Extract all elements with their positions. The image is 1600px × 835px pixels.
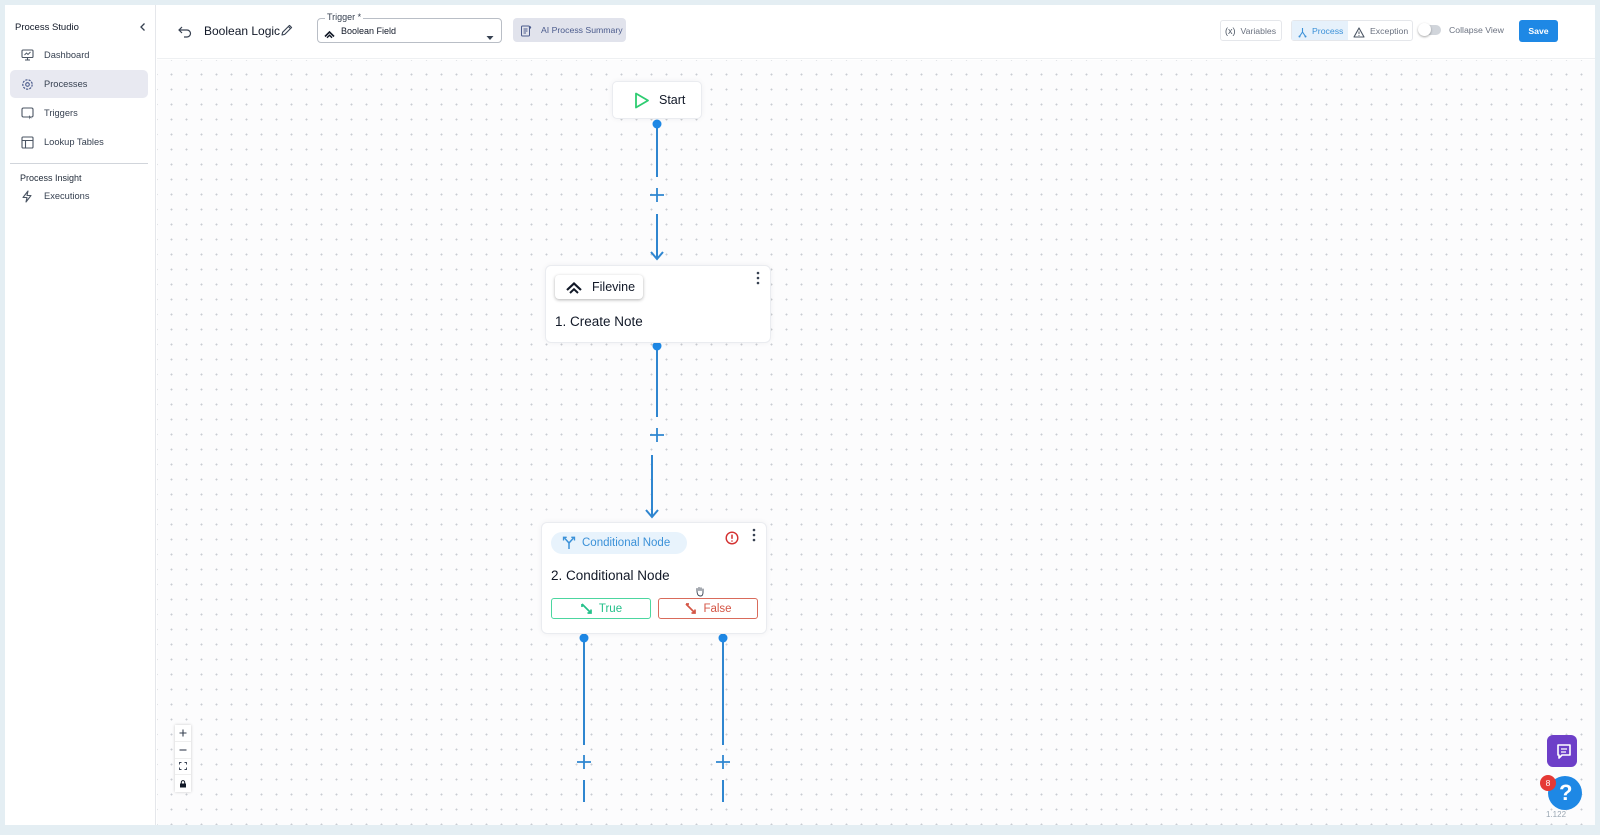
zoom-out-icon[interactable]: [175, 742, 191, 759]
collapse-view-label: Collapse View: [1449, 25, 1504, 35]
document-icon: [520, 24, 532, 37]
app-window: Process Studio Dashboard Processes Trigg…: [5, 5, 1595, 825]
more-options-icon[interactable]: [749, 528, 759, 542]
chevron-left-icon[interactable]: [136, 20, 150, 34]
process-name: Boolean Logic: [204, 24, 281, 38]
view-toggle: Process Exception: [1291, 20, 1413, 41]
sidebar-title: Process Studio: [15, 21, 79, 33]
start-node-label: Start: [659, 93, 686, 107]
edge-create-note-to-conditional: [645, 341, 662, 519]
lightning-icon: [20, 189, 34, 203]
create-note-title: 1. Create Note: [555, 314, 643, 329]
sidebar-item-dashboard[interactable]: Dashboard: [10, 41, 148, 69]
caret-down-icon: [486, 28, 494, 40]
gear-icon: [20, 77, 34, 91]
trigger-select[interactable]: Trigger * Boolean Field: [317, 12, 502, 43]
conditional-node[interactable]: Conditional Node 2. Conditional Node Tru…: [541, 522, 767, 634]
more-options-icon[interactable]: [753, 271, 763, 285]
sidebar-item-processes[interactable]: Processes: [10, 70, 148, 98]
collapse-view-toggle[interactable]: [1418, 23, 1441, 36]
question-mark-icon: ?: [1559, 780, 1573, 805]
variables-icon: (x): [1225, 25, 1236, 36]
undo-icon[interactable]: [177, 23, 193, 39]
table-icon: [20, 135, 34, 149]
zoom-in-icon[interactable]: [175, 725, 191, 742]
fit-view-icon[interactable]: [175, 759, 191, 776]
trigger-icon: [20, 106, 34, 120]
chat-icon: [1557, 744, 1571, 759]
conditional-node-title: 2. Conditional Node: [551, 568, 670, 583]
branch-icon: [562, 536, 576, 550]
filevine-badge: Filevine: [555, 275, 643, 299]
sidebar-item-label: Lookup Tables: [44, 137, 104, 147]
process-label: Process: [1312, 25, 1344, 36]
edge-false-branch: [718, 633, 728, 802]
trigger-value: Boolean Field: [341, 26, 397, 36]
pencil-icon[interactable]: [280, 23, 294, 37]
monitor-icon: [20, 48, 34, 62]
zoom-controls: [175, 725, 191, 792]
exception-label: Exception: [1370, 25, 1409, 36]
version-label: 1.122: [1546, 810, 1567, 819]
true-branch-button[interactable]: True: [551, 598, 651, 619]
notification-badge: 8: [1540, 775, 1556, 791]
save-button[interactable]: Save: [1519, 20, 1558, 42]
true-branch-icon: [580, 602, 593, 615]
lock-icon[interactable]: [175, 775, 191, 792]
conditional-node-badge: Conditional Node: [551, 532, 687, 554]
sidebar-item-label: Dashboard: [44, 50, 90, 60]
flow-canvas[interactable]: Start Filevine 1. Create Note Conditiona…: [157, 60, 1595, 825]
sidebar-item-lookup-tables[interactable]: Lookup Tables: [10, 128, 148, 156]
toolbar: Boolean Logic Trigger * Boolean Field AI…: [157, 5, 1595, 59]
variables-button[interactable]: (x) Variables: [1220, 20, 1282, 41]
error-alert-icon[interactable]: [725, 531, 739, 545]
start-node[interactable]: Start: [612, 81, 702, 119]
toggle-knob: [1418, 23, 1431, 36]
process-view-button[interactable]: Process: [1292, 21, 1348, 40]
conditional-badge-label: Conditional Node: [582, 537, 671, 549]
sidebar-divider: [10, 163, 148, 164]
warning-triangle-icon: [1353, 25, 1365, 38]
sidebar-item-triggers[interactable]: Triggers: [10, 99, 148, 127]
sidebar-header: Process Studio: [15, 18, 150, 36]
add-step-plus-icon[interactable]: [648, 426, 666, 444]
sidebar-item-label: Triggers: [44, 108, 78, 118]
false-branch-label: False: [703, 602, 732, 615]
play-icon: [633, 92, 650, 109]
flow-edges: [579, 119, 728, 802]
filevine-label: Filevine: [592, 280, 636, 294]
sidebar-item-label: Executions: [44, 191, 90, 201]
ai-process-summary-button[interactable]: AI Process Summary: [513, 18, 626, 42]
flow-icon: [1297, 25, 1308, 38]
add-step-plus-icon[interactable]: [648, 186, 666, 204]
grab-cursor-icon: [694, 584, 706, 597]
sidebar-item-executions[interactable]: Executions: [10, 182, 148, 210]
add-step-true-plus-icon[interactable]: [575, 753, 593, 771]
chat-widget-button[interactable]: [1547, 735, 1577, 767]
false-branch-button[interactable]: False: [658, 598, 758, 619]
filevine-logo-icon: [566, 281, 582, 294]
ai-summary-label: AI Process Summary: [541, 25, 623, 35]
sidebar: Process Studio Dashboard Processes Trigg…: [5, 5, 156, 825]
filevine-logo-icon: [324, 26, 335, 39]
edge-start-to-create-note: [650, 119, 664, 261]
edge-true-branch: [579, 633, 589, 802]
sidebar-section-title: Process Insight: [20, 173, 82, 183]
sidebar-item-label: Processes: [44, 79, 88, 89]
add-step-false-plus-icon[interactable]: [714, 753, 732, 771]
exception-view-button[interactable]: Exception: [1348, 21, 1414, 40]
variables-label: Variables: [1240, 25, 1277, 36]
false-branch-icon: [684, 602, 697, 615]
true-branch-label: True: [598, 602, 623, 615]
trigger-label: Trigger *: [325, 12, 364, 22]
create-note-node[interactable]: Filevine 1. Create Note: [545, 265, 771, 343]
